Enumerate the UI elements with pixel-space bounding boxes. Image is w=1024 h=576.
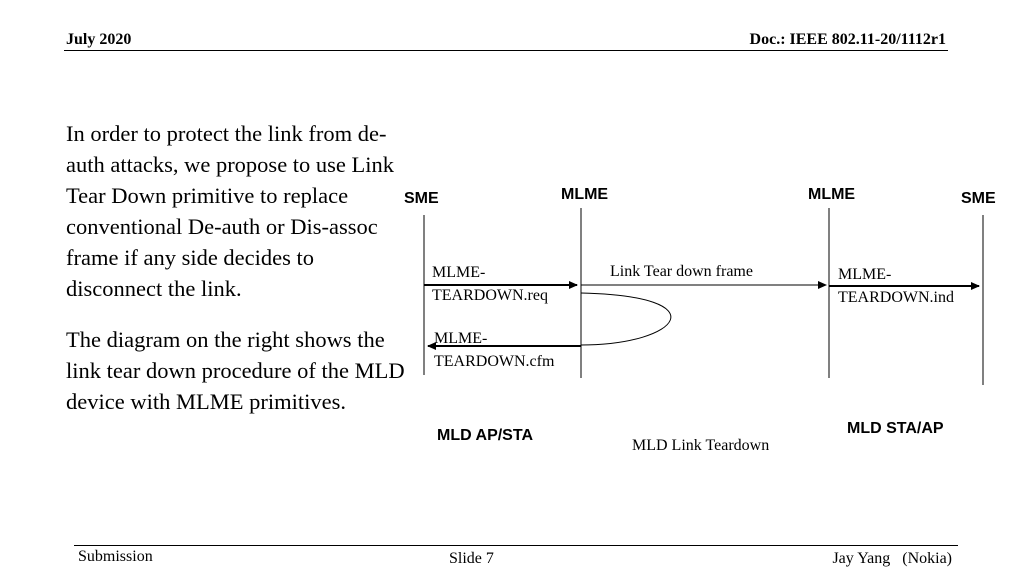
device-label-right: MLD STA/AP [847,420,944,437]
footer-rule [74,545,958,546]
loop-curve [580,292,672,346]
header-doc-id: Doc.: IEEE 802.11-20/1112r1 [749,31,946,48]
label-teardown-cfm: MLME- TEARDOWN.cfm [434,330,555,370]
lane-label-mlme-right: MLME [808,186,856,203]
label-link-frame: Link Tear down frame [610,263,753,280]
footer-author: Jay Yang (Nokia) [832,550,952,567]
lane-label-sme-right: SME [961,190,996,207]
lane-label-mlme-left: MLME [561,186,609,203]
lane-label-sme-left: SME [404,190,439,207]
device-label-left: MLD AP/STA [437,427,533,444]
footer-slide-number: Slide 7 [449,550,494,567]
label-teardown-req: MLME- TEARDOWN.req [432,264,548,304]
body-text: In order to protect the link from de-aut… [66,118,406,437]
label-teardown-ind: MLME- TEARDOWN.ind [838,266,954,306]
diagram-caption: MLD Link Teardown [632,437,770,454]
body-paragraph-2: The diagram on the right shows the link … [66,327,405,414]
header-rule [64,50,948,51]
body-paragraph-1: In order to protect the link from de-aut… [66,121,395,301]
header-date: July 2020 [66,31,132,48]
footer-submission: Submission [78,548,153,565]
